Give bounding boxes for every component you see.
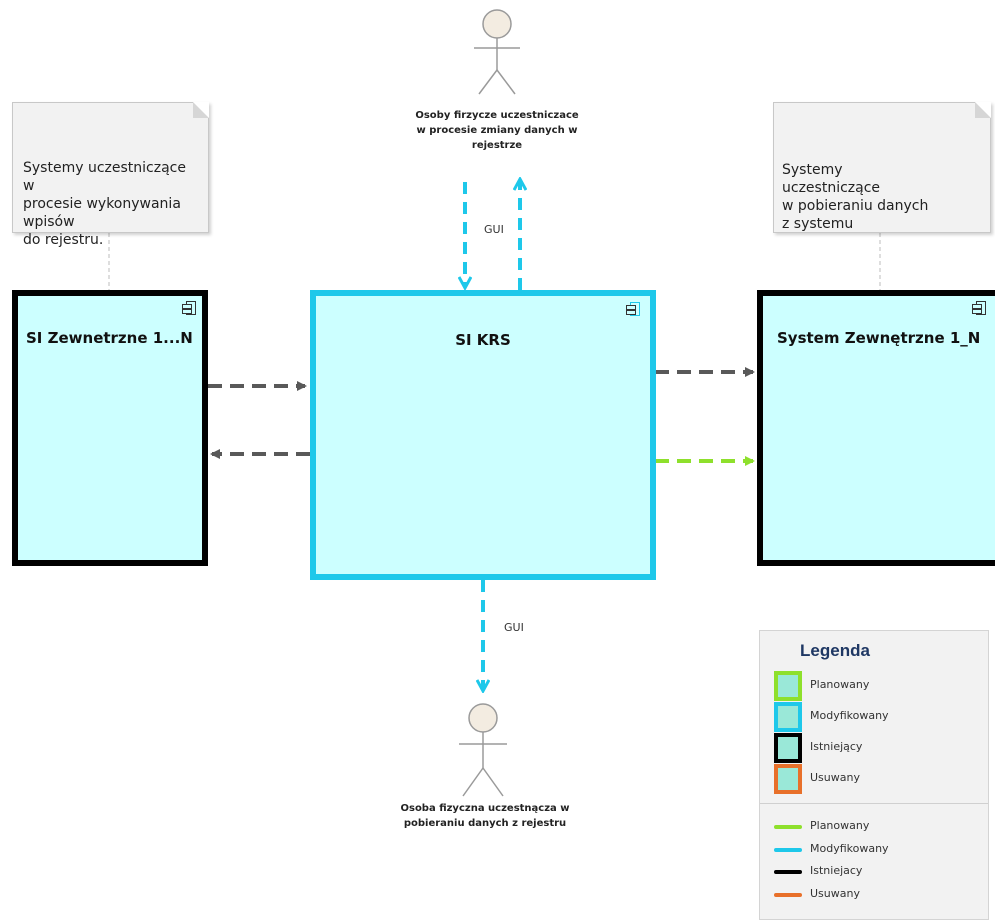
component-icon (626, 302, 640, 316)
component-title: SI KRS (455, 331, 511, 349)
legend-swatch-line (774, 848, 802, 852)
component-si-krs[interactable]: SI KRS (310, 290, 656, 580)
component-icon (972, 301, 986, 315)
legend-label: Usuwany (810, 771, 860, 784)
component-icon (182, 301, 196, 315)
actor-bottom-icon (459, 703, 507, 797)
note-fold-corner (193, 102, 209, 118)
legend-label: Modyfikowany (810, 709, 889, 722)
component-system-zewnetrzne[interactable]: System Zewnętrzne 1_N (757, 290, 995, 566)
note-left-text: Systemy uczestniczące w procesie wykonyw… (23, 160, 186, 248)
actor-top-label: Osoby firzycze uczestniczace w procesie … (415, 110, 579, 151)
gui-label-bottom: GUI (504, 621, 524, 634)
legend-swatch-box (774, 733, 802, 763)
legend-swatch-line (774, 870, 802, 874)
legend-label: Planowany (810, 678, 870, 691)
legend-label: Usuwany (810, 887, 860, 900)
legend: Legenda Planowany Modyfikowany Istniejąc… (759, 630, 989, 920)
component-title: System Zewnętrzne 1_N (777, 329, 981, 347)
component-si-zewnetrzne[interactable]: SI Zewnetrzne 1...N (12, 290, 208, 566)
legend-label: Modyfikowany (810, 842, 889, 855)
actor-bottom-label: Osoba fizyczna uczestnącza w pobieraniu … (400, 803, 570, 829)
note-fold-corner (975, 102, 991, 118)
actor-top-icon (474, 9, 520, 95)
note-left: Systemy uczestniczące w procesie wykonyw… (12, 102, 209, 248)
legend-swatch-box (774, 702, 802, 732)
legend-label: Istniejacy (810, 864, 863, 877)
gui-label-top: GUI (484, 223, 504, 236)
legend-swatch-box (774, 671, 802, 701)
legend-swatch-line (774, 825, 802, 829)
component-title: SI Zewnetrzne 1...N (26, 329, 193, 347)
legend-title: Legenda (800, 641, 870, 660)
legend-divider (760, 803, 988, 804)
legend-swatch-box (774, 764, 802, 794)
legend-label: Planowany (810, 819, 870, 832)
note-right-text: Systemy uczestniczące w pobieraniu danyc… (782, 162, 929, 232)
legend-swatch-line (774, 893, 802, 897)
note-right: Systemy uczestniczące w pobieraniu danyc… (773, 102, 991, 233)
legend-label: Istniejący (810, 740, 863, 753)
